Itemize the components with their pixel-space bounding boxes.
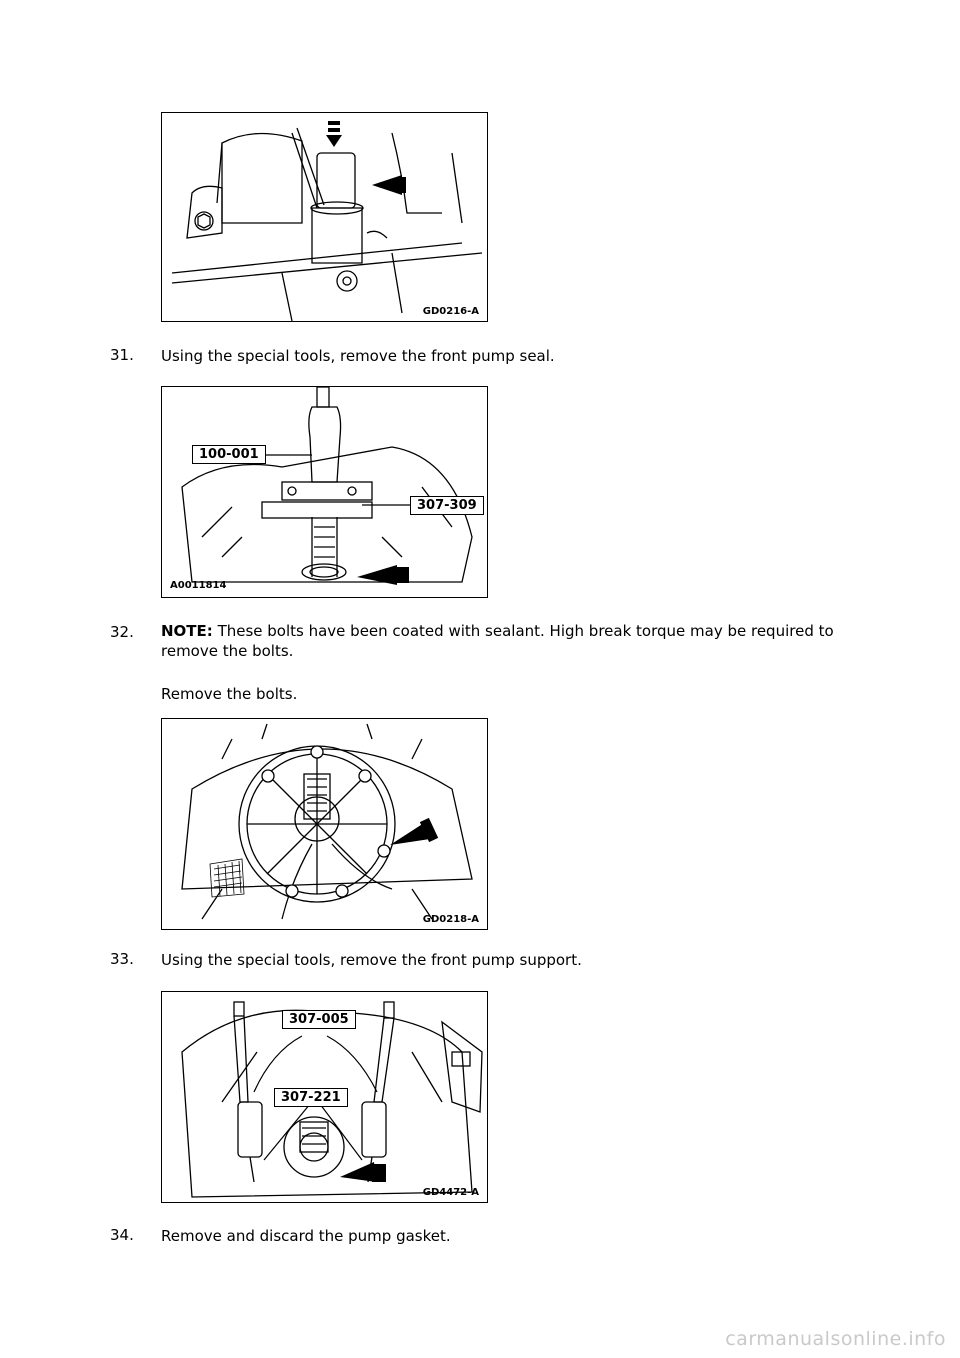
step-text-31: Using the special tools, remove the fron…: [161, 347, 555, 365]
figure-gd0218: GD0218-A: [161, 718, 488, 930]
pump-support-removal-illustration: [181, 1001, 483, 1198]
step-number-31: 31.: [110, 346, 134, 364]
figure-code: GD0216-A: [422, 306, 479, 317]
step-number-34: 34.: [110, 1226, 134, 1244]
step-number-32: 32.: [110, 623, 134, 641]
tool-callout-307-221: 307-221: [274, 1088, 348, 1107]
step-number-33: 33.: [110, 950, 134, 968]
tool-callout-307-309: 307-309: [410, 496, 484, 515]
figure-code: A0011814: [170, 580, 227, 591]
note-label: NOTE:: [161, 622, 213, 640]
tool-callout-100-001: 100-001: [192, 445, 266, 464]
figure-a0011814: 100-001 307-309 A0011814: [161, 386, 488, 598]
pump-housing-illustration: [171, 121, 483, 321]
tool-callout-307-005: 307-005: [282, 1010, 356, 1029]
figure-gd0216: GD0216-A: [161, 112, 488, 322]
figure-code: GD0218-A: [422, 914, 479, 925]
note-text: These bolts have been coated with sealan…: [161, 622, 834, 660]
seal-remover-illustration: [181, 387, 473, 585]
step-text-32: Remove the bolts.: [161, 685, 298, 703]
step-text-32-note: NOTE: These bolts have been coated with …: [161, 621, 841, 661]
figure-gd4472: 307-005 307-221 GD4472-A: [161, 991, 488, 1203]
step-text-33: Using the special tools, remove the fron…: [161, 951, 582, 969]
watermark: carmanualsonline.info: [725, 1328, 946, 1350]
figure-code: GD4472-A: [422, 1187, 479, 1198]
step-text-34: Remove and discard the pump gasket.: [161, 1227, 451, 1245]
pump-bolts-illustration: [181, 723, 473, 920]
